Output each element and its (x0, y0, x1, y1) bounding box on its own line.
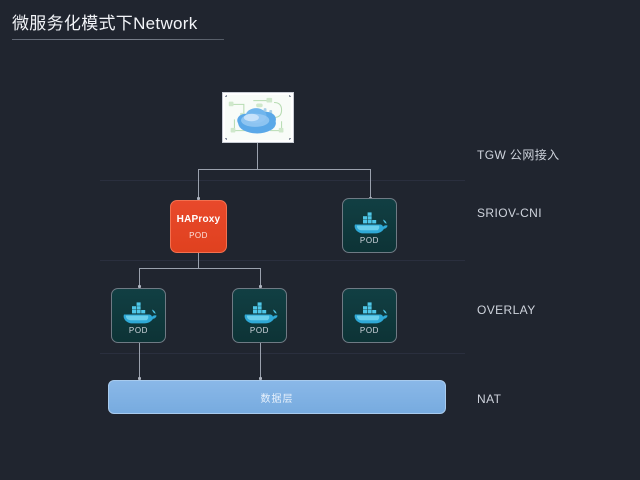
docker-whale-icon (352, 299, 388, 325)
connector-dot-pod-overlay-2 (259, 285, 262, 288)
docker-whale-icon (242, 299, 278, 325)
resize-handle-tr[interactable] (289, 95, 291, 97)
connector-tier2-bus (139, 268, 261, 269)
node-pod-overlay-1[interactable]: POD (111, 288, 166, 343)
row-label-nat: NAT (477, 392, 502, 406)
connector-cloud-stem (257, 143, 258, 169)
data-layer-label: 数据层 (260, 393, 294, 405)
divider-row-2 (100, 260, 465, 261)
connector-to-haproxy (198, 169, 199, 200)
page-title: 微服务化模式下Network (12, 14, 198, 33)
pod-label: POD (359, 326, 380, 335)
connector-to-pod-overlay-2 (260, 268, 261, 288)
row-label-sriov: SRIOV-CNI (477, 206, 542, 220)
haproxy-title: HAProxy (176, 213, 221, 225)
connector-dot-datalayer-2 (259, 377, 262, 380)
connector-dot-datalayer-1 (138, 377, 141, 380)
node-haproxy[interactable]: HAProxy POD (170, 200, 227, 253)
connector-pod1-to-datalayer (139, 343, 140, 381)
divider-row-3 (100, 353, 465, 354)
pod-label: POD (249, 326, 270, 335)
resize-handle-br[interactable] (289, 138, 291, 140)
connector-dot-haproxy (197, 197, 200, 200)
connector-dot-pod-overlay-1 (138, 285, 141, 288)
cloud-network-icon (225, 95, 291, 140)
node-pod-sriov[interactable]: POD (342, 198, 397, 253)
row-label-overlay: OVERLAY (477, 303, 536, 317)
title-block: 微服务化模式下Network (12, 12, 312, 40)
row-label-tgw: TGW 公网接入 (477, 148, 560, 162)
node-pod-overlay-2[interactable]: POD (232, 288, 287, 343)
connector-to-pod-sriov (370, 169, 371, 200)
resize-handle-tl[interactable] (225, 95, 227, 97)
connector-to-pod-overlay-1 (139, 268, 140, 288)
connector-pod2-to-datalayer (260, 343, 261, 381)
node-cloud-gateway[interactable] (222, 92, 294, 143)
node-data-layer[interactable]: 数据层 (108, 380, 446, 414)
pod-label: POD (359, 236, 380, 245)
haproxy-pod-label: POD (189, 230, 208, 240)
connector-tier1-bus (198, 169, 371, 170)
docker-whale-icon (352, 209, 388, 235)
docker-whale-icon (121, 299, 157, 325)
resize-handle-bl[interactable] (225, 138, 227, 140)
pod-label: POD (128, 326, 149, 335)
divider-row-1 (100, 180, 465, 181)
title-underline (12, 39, 224, 40)
connector-haproxy-stem (198, 253, 199, 268)
node-pod-overlay-3[interactable]: POD (342, 288, 397, 343)
